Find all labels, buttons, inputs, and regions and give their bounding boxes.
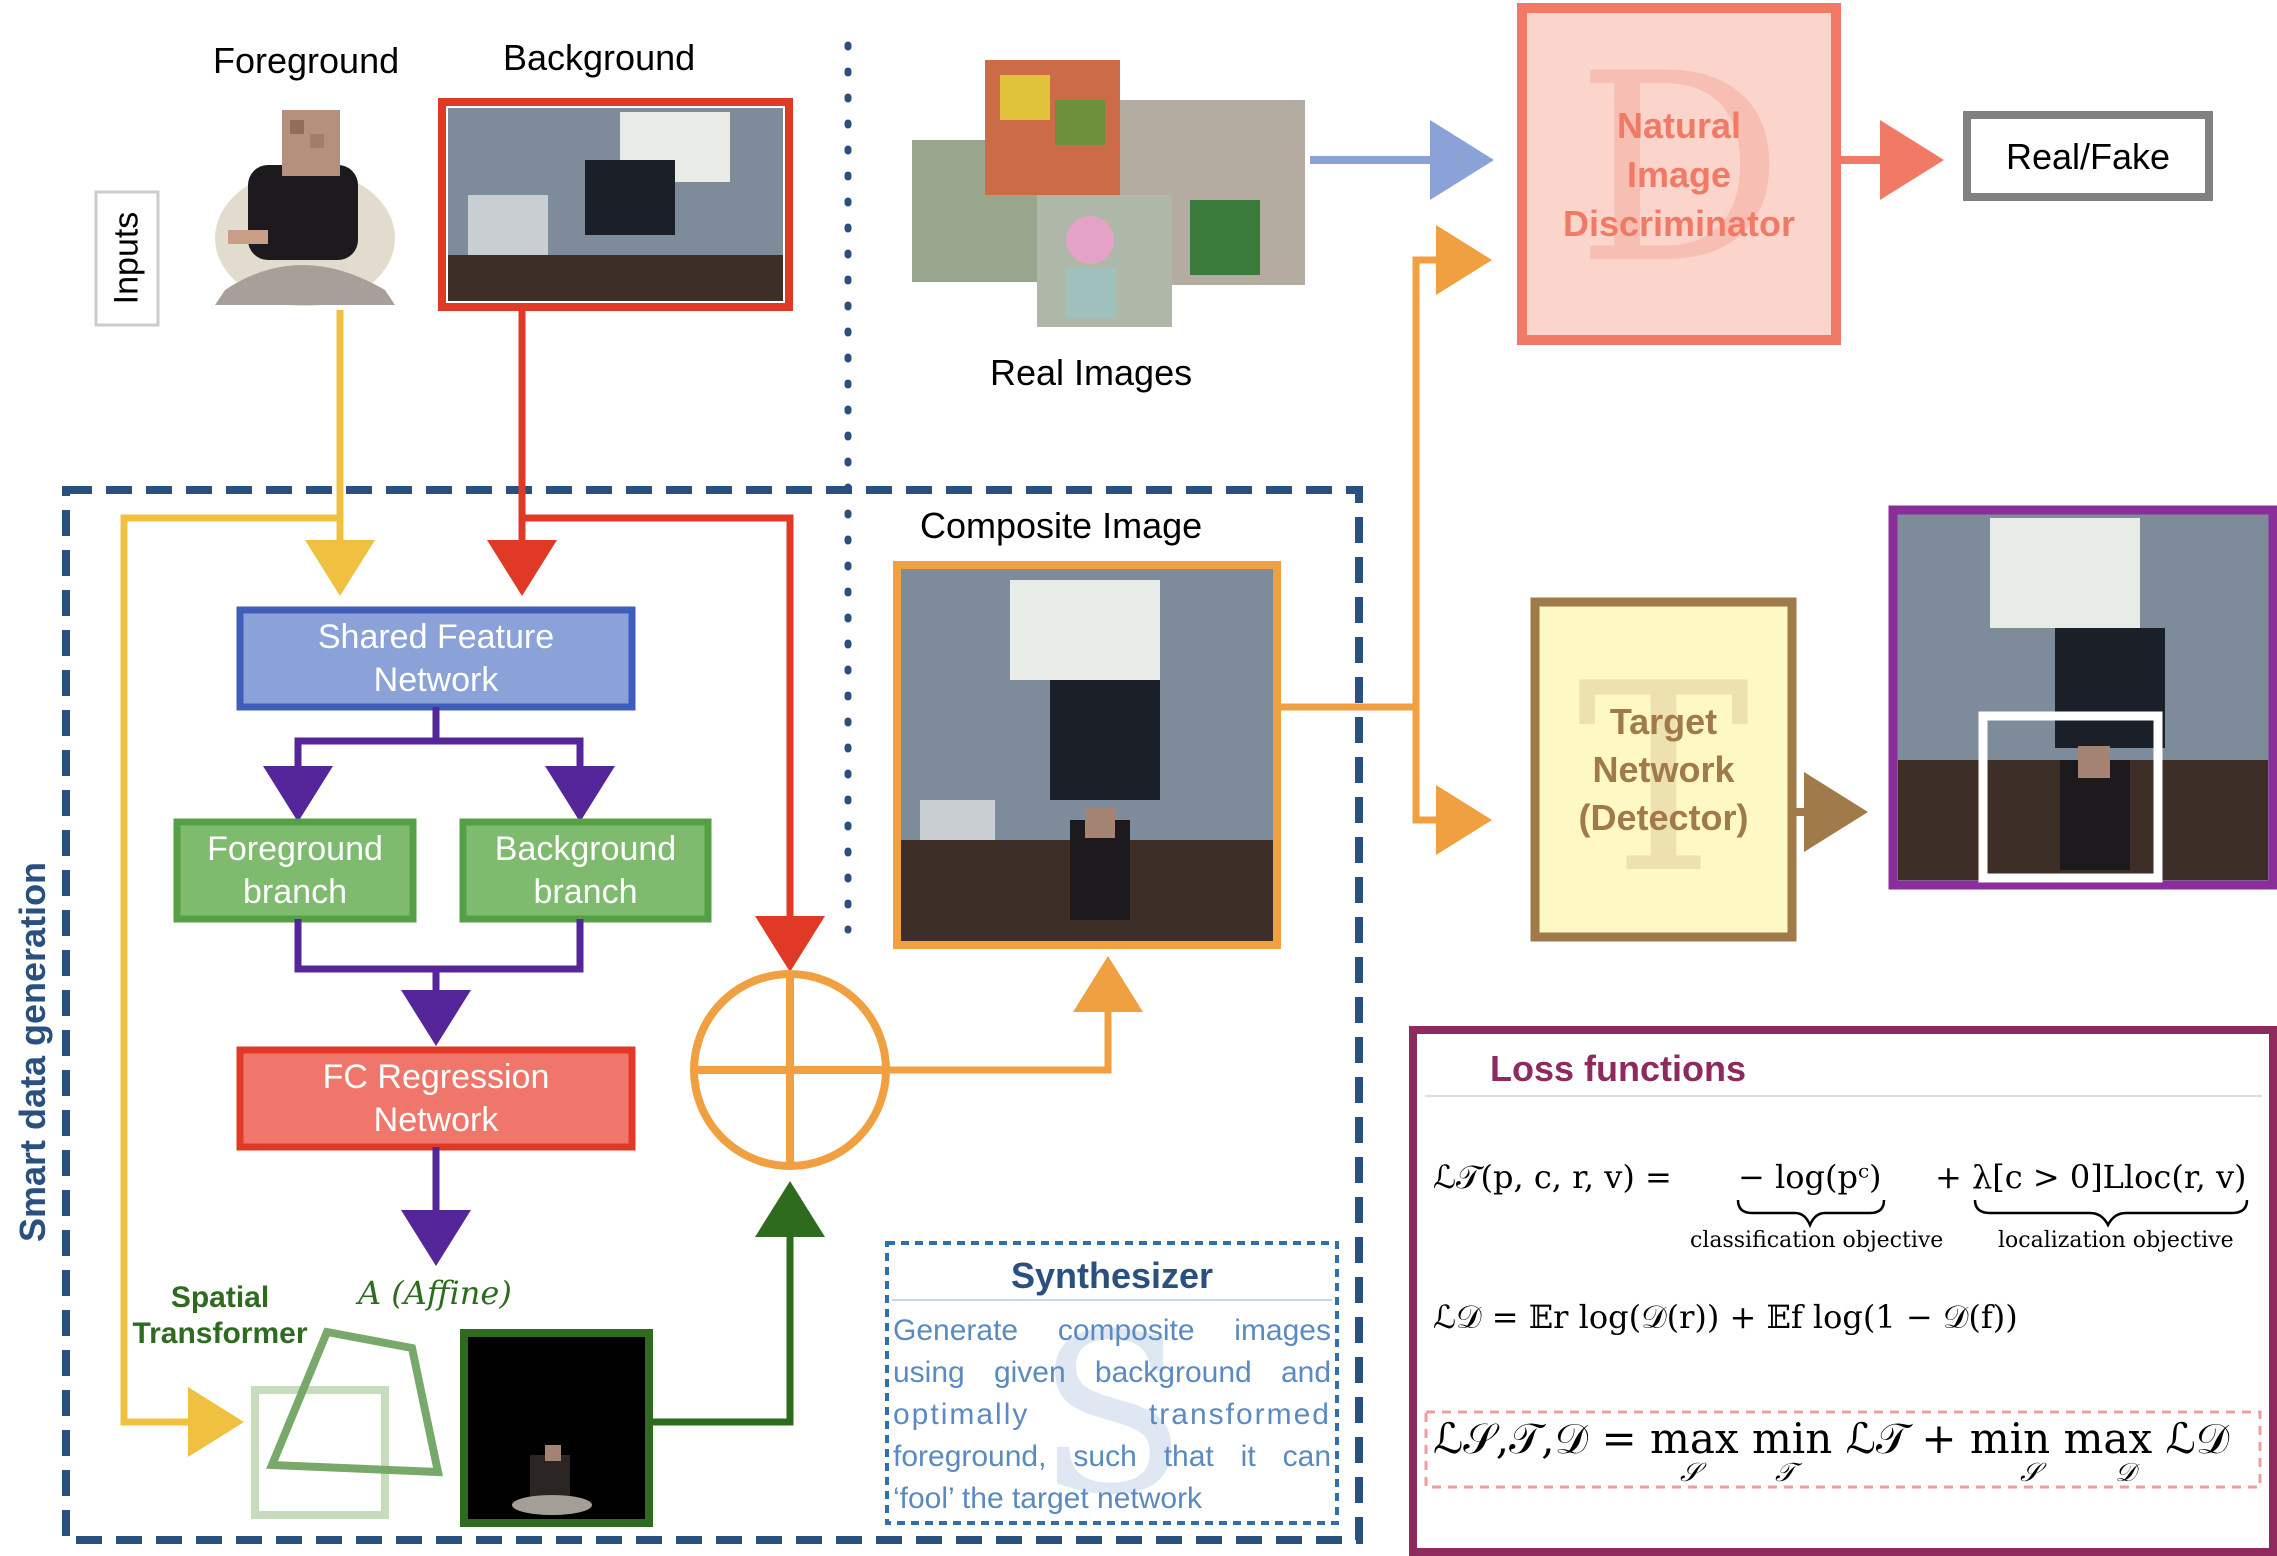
loss-eq1-classification-term: − log(pᶜ) (1738, 1158, 1882, 1196)
shared-feature-network-box (236, 606, 636, 711)
foreground-branch-box (173, 818, 417, 923)
affine-label: A (Affine) (358, 1274, 512, 1312)
transformed-foreground-image (460, 1329, 653, 1527)
spatial-transformer-label: Spatial Transformer (132, 1281, 308, 1350)
synthesizer-title: Synthesizer (1010, 1255, 1214, 1296)
detection-output-image (1888, 505, 2277, 890)
fg-branch-merge-line (294, 919, 584, 973)
real-images-collage (912, 60, 1305, 327)
shared-feature-network-label: Shared Feature Network (317, 617, 555, 699)
synthesizer-letter: S (1036, 1287, 1188, 1543)
loss-eq3: ℒ𝒮,𝒯,𝒟 = max min ℒ𝒯 + min max ℒ𝒟 (1433, 1414, 2230, 1463)
composite-to-target-arrow (1412, 707, 1492, 855)
loss-eq3-sub-max-s: 𝒮 (1680, 1458, 1701, 1488)
real-images-label: Real Images (990, 352, 1193, 393)
smart-data-generation-label: Smart data generation (12, 861, 53, 1243)
composite-to-discriminator-arrow (1277, 225, 1492, 711)
foreground-to-spatial-arrow (120, 514, 340, 1457)
foreground-branch-label: Foreground branch (207, 829, 383, 911)
discriminator-letter: D (1575, 19, 1785, 321)
loss-eq3-sub-min-t: 𝒯 (1775, 1458, 1795, 1488)
composite-op-icon (690, 970, 890, 1170)
loss-eq3-sub-max-d: 𝒟 (2115, 1458, 2136, 1488)
shared-to-bg-branch-arrow (436, 737, 615, 822)
smart-data-generation-frame (62, 486, 1363, 1544)
background-image (438, 98, 793, 311)
composite-image (893, 561, 1281, 949)
inputs-label-box (94, 190, 160, 327)
localization-objective-label: localization objective (1998, 1228, 2234, 1253)
shared-to-fg-branch-arrow (263, 707, 440, 822)
loss-functions-box (1409, 1026, 2277, 1556)
composite-image-label: Composite Image (920, 505, 1203, 546)
loss-functions-title: Loss functions (1490, 1048, 1747, 1089)
background-branch-box (459, 818, 712, 923)
real-fake-box (1963, 111, 2213, 201)
target-letter: T (1576, 629, 1751, 931)
discriminator-label: Natural Image Discriminator (1562, 104, 1796, 244)
foreground-image (215, 110, 395, 306)
foreground-title: Foreground (213, 40, 400, 81)
classification-brace (1736, 1199, 1886, 1229)
background-branch-label: Background branch (494, 829, 677, 911)
loss-eq1-localization-term: + λ[c > 0]Lloc(r, v) (1935, 1158, 2247, 1196)
loss-eq1-lhs: ℒ𝒯(p, c, r, v) = (1433, 1158, 1672, 1196)
fc-regression-network-box (236, 1046, 636, 1151)
target-network-label: Target Network (Detector) (1578, 700, 1749, 838)
target-network-box (1530, 597, 1797, 942)
transformed-to-composite-arrow (649, 1181, 825, 1426)
spatial-transformer-shapes (251, 1327, 443, 1519)
synthesizer-description: Generate composite images using given ba… (893, 1314, 1331, 1515)
loss-eq3-sub-min-s: 𝒮 (2020, 1458, 2041, 1488)
game-objective-highlight (1424, 1410, 2262, 1489)
classification-objective-label: classification objective (1690, 1228, 1944, 1253)
inputs-label: Inputs (107, 211, 146, 305)
background-title: Background (503, 37, 696, 78)
real-fake-label: Real/Fake (2005, 135, 2171, 177)
fc-regression-network-label: FC Regression Network (322, 1057, 550, 1139)
loss-eq2: ℒ𝒟 = 𝔼r log(𝒟(r)) + 𝔼f log(1 − 𝒟(f)) (1433, 1298, 2018, 1336)
op-to-composite-arrow (886, 956, 1143, 1074)
background-to-composite-arrow (522, 514, 825, 972)
synthesizer-box (885, 1241, 1339, 1525)
discriminator-box (1517, 3, 1841, 345)
detection-bounding-box (1978, 711, 2163, 883)
localization-brace (1973, 1199, 2249, 1228)
